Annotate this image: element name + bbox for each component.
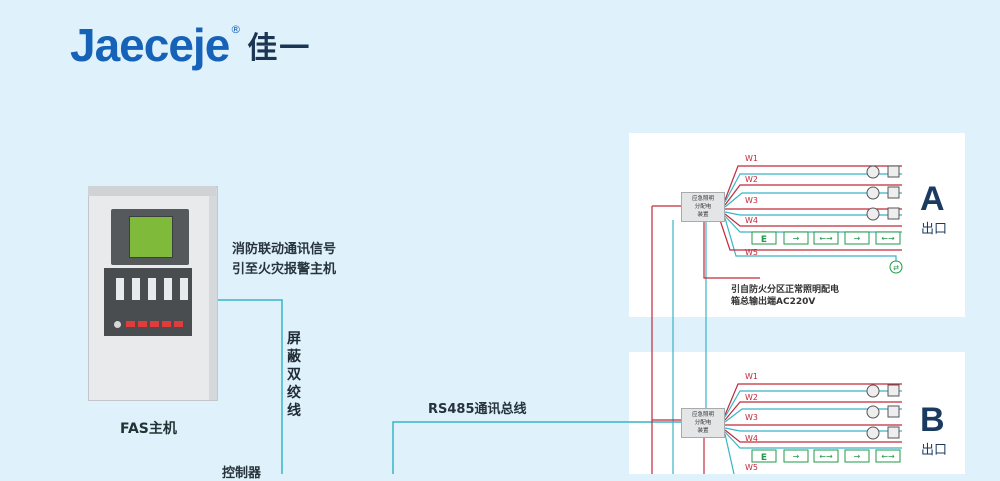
lamp-icon [866, 207, 880, 221]
exit-b-subtitle: 出口 [921, 443, 948, 458]
linkage-cable [216, 299, 283, 474]
dist-box-line: 装置 [697, 212, 709, 218]
svg-text:←→: ←→ [819, 452, 833, 461]
module-slot [180, 278, 188, 300]
svg-text:⇄: ⇄ [893, 264, 899, 272]
wire-label-w3: W3 [745, 196, 758, 205]
bidirectional-sign-icon [875, 231, 901, 245]
panel-b-fixtures: E → ←→ → ←→ [751, 384, 901, 463]
direction-sign-icon [844, 449, 870, 463]
exit-sign-icon [751, 231, 777, 245]
logo-chinese-name: 佳一 [247, 31, 312, 66]
twisted-pair-char: 线 [287, 403, 301, 419]
panel-a-fixtures: E → ←→ → ←→ ⇄ [751, 165, 903, 274]
svg-text:E: E [761, 453, 767, 463]
twisted-pair-char: 屏 [287, 331, 301, 347]
module-slot [116, 278, 124, 300]
registered-mark: ® [230, 23, 242, 36]
wire-label-w3: W3 [745, 413, 758, 422]
junction-box-icon [887, 207, 900, 220]
dist-box-line: 装置 [697, 428, 709, 434]
module-slot [132, 278, 140, 300]
lamp-icon [866, 165, 880, 179]
note-line: 引自防火分区正常照明配电 [731, 285, 840, 295]
note-line: 箱总输出端AC220V [731, 297, 816, 307]
wire-label-w1: W1 [745, 372, 758, 381]
rs485-bus-label: RS485通讯总线 [428, 402, 527, 417]
logo-wordmark: Jaeceje [70, 19, 230, 71]
svg-text:→: → [793, 452, 800, 461]
svg-text:→: → [854, 234, 861, 243]
fas-cabinet-top [88, 186, 216, 196]
svg-text:→: → [793, 234, 800, 243]
key-switch-icon [114, 321, 121, 328]
wire-label-w1: W1 [745, 154, 758, 163]
svg-text:←→: ←→ [819, 234, 833, 243]
twisted-pair-char: 蔽 [287, 349, 301, 365]
junction-box-icon [887, 186, 900, 199]
bidirectional-sign-icon [813, 449, 839, 463]
controller-label: 控制器 [222, 466, 262, 481]
wire-label-w4: W4 [745, 216, 758, 225]
lamp-icon [866, 405, 880, 419]
svg-text:→: → [854, 452, 861, 461]
distribution-device-a: 应急照明 分配电 装置 [681, 192, 725, 222]
twisted-pair-label: 屏 蔽 双 绞 线 [287, 330, 305, 420]
dist-box-line: 分配电 [694, 420, 712, 426]
svg-text:←→: ←→ [881, 452, 895, 461]
distribution-device-b: 应急照明 分配电 装置 [681, 408, 725, 438]
direction-sign-icon [844, 231, 870, 245]
linkage-signal-label: 消防联动通讯信号 引至火灾报警主机 [232, 240, 372, 280]
exit-a-subtitle: 出口 [921, 222, 948, 237]
dist-box-line: 应急照明 [691, 196, 714, 202]
indicator-led [174, 321, 183, 327]
dist-box-line: 分配电 [694, 204, 712, 210]
wire-label-w2: W2 [745, 175, 758, 184]
panel-a-circuits [703, 165, 902, 279]
floor-sign-icon [889, 260, 903, 274]
linkage-label-line2: 引至火灾报警主机 [232, 262, 337, 277]
lamp-icon [866, 426, 880, 440]
direction-sign-icon [783, 449, 809, 463]
lamp-icon [866, 384, 880, 398]
direction-sign-icon [783, 231, 809, 245]
exit-sign-icon [751, 449, 777, 463]
brand-logo: Jaeceje ® 佳一 [70, 12, 311, 68]
module-slot [148, 278, 156, 300]
twisted-pair-char: 双 [287, 367, 301, 383]
panel-b-circuits [703, 383, 902, 474]
exit-a-letter: A [920, 180, 945, 218]
junction-box-icon [887, 165, 900, 178]
wire-label-w5: W5 [745, 248, 758, 257]
lamp-icon [866, 186, 880, 200]
module-slot [164, 278, 172, 300]
wire-label-w4: W4 [745, 434, 758, 443]
junction-box-icon [887, 405, 900, 418]
svg-text:←→: ←→ [881, 234, 895, 243]
power-source-note: 引自防火分区正常照明配电 箱总输出端AC220V [731, 284, 839, 308]
dist-box-line: 应急照明 [691, 412, 714, 418]
indicator-led [126, 321, 135, 327]
fas-host-label: FAS主机 [120, 421, 177, 437]
twisted-pair-char: 绞 [287, 385, 301, 401]
indicator-led [162, 321, 171, 327]
svg-text:E: E [761, 235, 767, 245]
fas-display-screen [129, 216, 173, 258]
indicator-led [138, 321, 147, 327]
rs485-bus [392, 421, 696, 474]
wire-label-w2: W2 [745, 393, 758, 402]
junction-box-icon [887, 426, 900, 439]
exit-b-letter: B [920, 401, 945, 439]
bidirectional-sign-icon [813, 231, 839, 245]
wire-label-w5: W5 [745, 463, 758, 472]
bidirectional-sign-icon [875, 449, 901, 463]
indicator-led [150, 321, 159, 327]
junction-box-icon [887, 384, 900, 397]
linkage-label-line1: 消防联动通讯信号 [232, 242, 337, 257]
